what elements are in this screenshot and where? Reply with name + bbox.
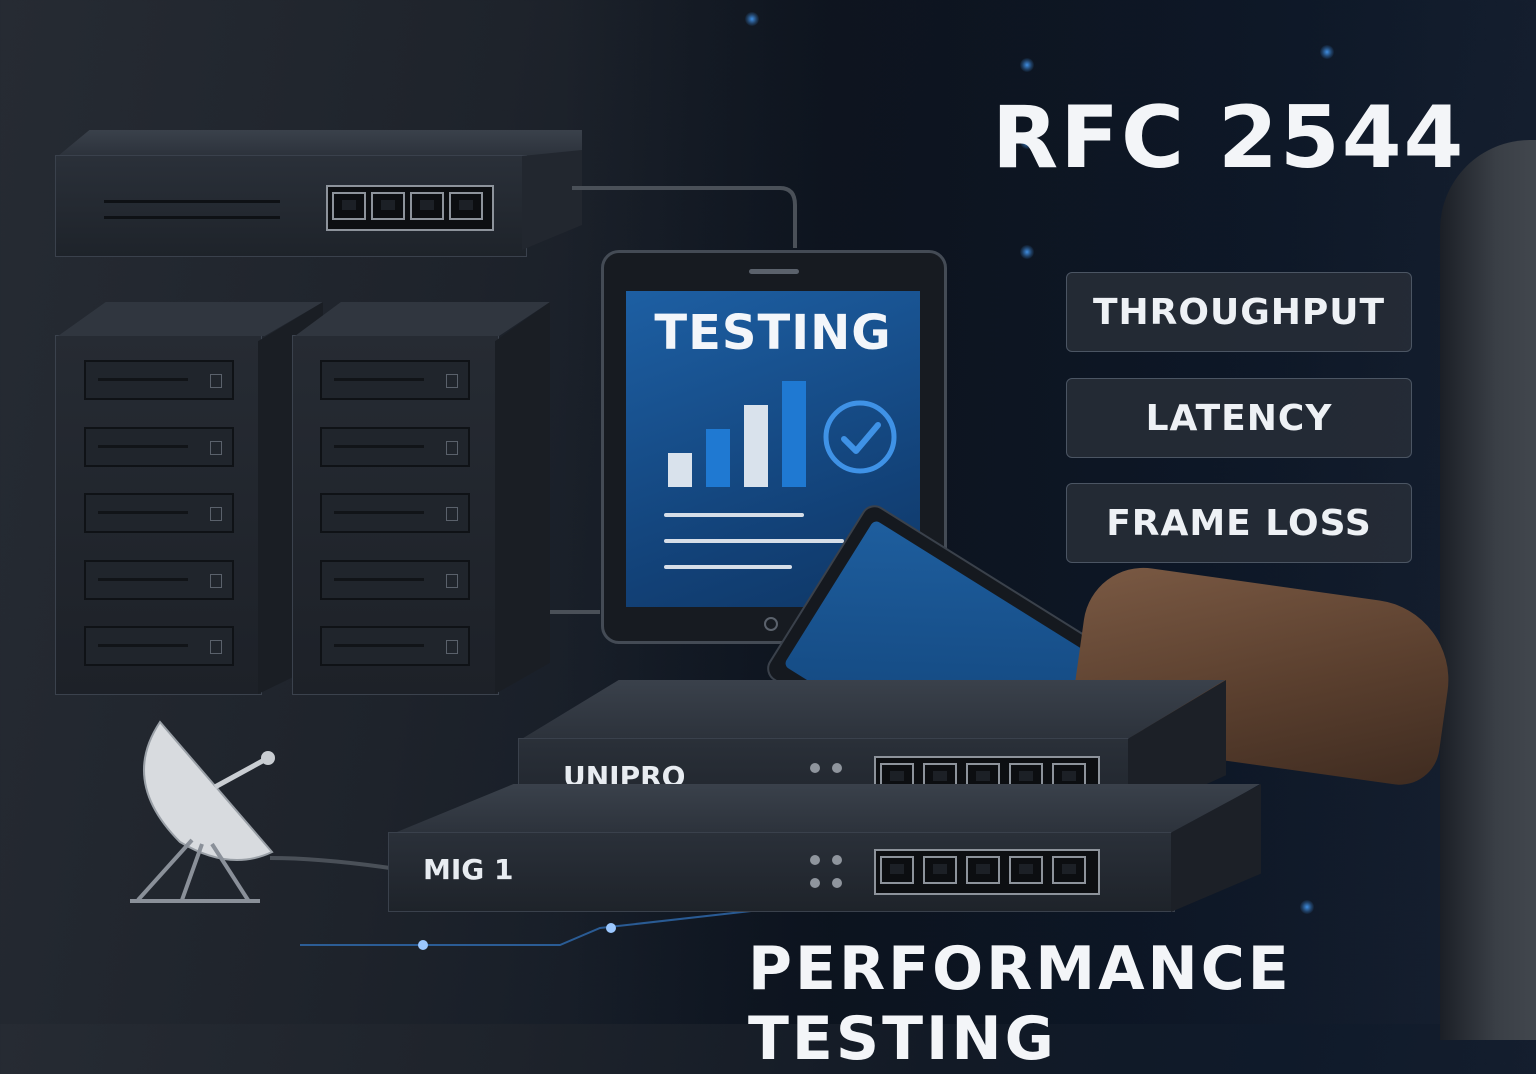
tablet-device: TESTING: [601, 250, 947, 644]
background-light: [1320, 45, 1334, 59]
text-line: [664, 513, 804, 517]
background-light: [1300, 900, 1314, 914]
cables: [269, 186, 797, 950]
bar-chart-icon: [668, 379, 808, 487]
metric-frame-loss: FRAME LOSS: [1066, 483, 1412, 563]
metric-throughput: THROUGHPUT: [1066, 272, 1412, 352]
person-silhouette: [1440, 140, 1536, 1040]
text-line: [664, 539, 844, 543]
background-light: [745, 12, 759, 26]
device-label-mig1: MIG 1: [423, 853, 514, 886]
page-subtitle: PERFORMANCE TESTING: [748, 934, 1292, 1074]
tablet-screen-title: TESTING: [654, 305, 892, 361]
home-button: [764, 617, 778, 631]
checkmark-circle-icon: [823, 400, 897, 474]
background-light: [1020, 135, 1034, 149]
background-light: [1020, 58, 1034, 72]
text-line: [664, 565, 792, 569]
background-light: [1020, 245, 1034, 259]
page-title: RFC 2544: [992, 88, 1466, 188]
satellite-dish-icon: [130, 720, 275, 903]
metric-latency: LATENCY: [1066, 378, 1412, 458]
